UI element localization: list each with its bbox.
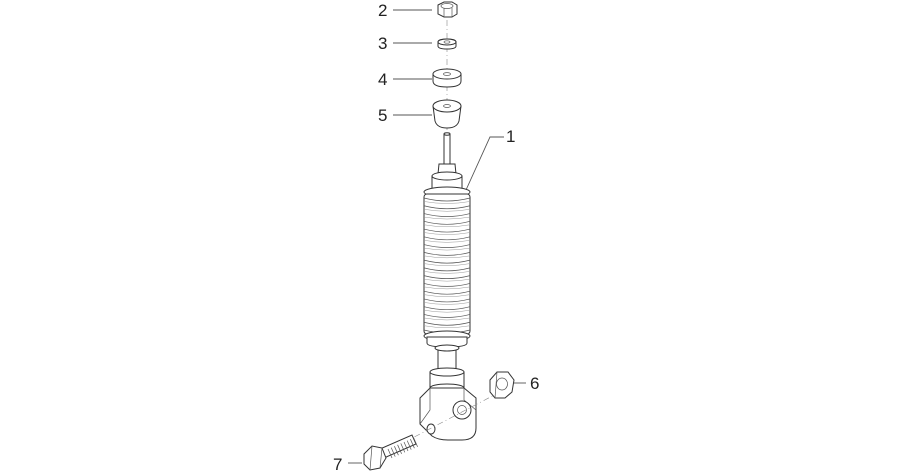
spring-coil: [423, 314, 471, 318]
bolt-threads: [387, 437, 418, 459]
bolt-thread: [400, 443, 406, 453]
callout-label-6: 6: [530, 374, 539, 393]
rubber-bushing-lower-part: [432, 99, 462, 129]
spring-coil: [423, 283, 471, 287]
callout-label-4: 4: [378, 70, 387, 89]
spring-coil: [423, 220, 471, 225]
spring-coil-shade: [423, 302, 471, 305]
bolt-thread: [406, 440, 412, 450]
spring-coil: [423, 236, 471, 241]
callout-label-7: 7: [333, 455, 342, 473]
callout-7: 7: [333, 455, 362, 473]
spring-coil-shade: [423, 263, 471, 266]
callout-5: 5: [378, 106, 432, 125]
shock-absorber-part: [379, 132, 501, 456]
spring-coil: [423, 259, 471, 264]
bolt-thread: [410, 439, 415, 449]
spring-coil-shade: [423, 201, 471, 204]
spring-coil-shade: [423, 255, 471, 259]
spring-coil-shade: [423, 278, 471, 282]
callout-3: 3: [378, 34, 432, 53]
callout-label-1: 1: [506, 127, 515, 146]
bolt-thread: [397, 444, 402, 454]
spring-coil: [423, 298, 471, 303]
callout-1: 1: [465, 127, 515, 191]
spring-coil-shade: [423, 271, 471, 274]
spring-coil-shade: [423, 216, 471, 220]
spring-coil: [423, 321, 471, 326]
spring-coil-shade: [423, 286, 471, 290]
callout-label-5: 5: [378, 106, 387, 125]
spring-coil: [423, 197, 471, 202]
spring-coil: [423, 275, 471, 279]
spring-coil-shade: [423, 224, 471, 228]
spring-coil: [423, 290, 471, 295]
spring-coil: [423, 306, 471, 311]
spring-coil: [423, 267, 471, 272]
mounting-bolt-part: [363, 434, 418, 471]
callout-4: 4: [378, 70, 432, 89]
spring-coil: [423, 228, 471, 233]
washer-part: [437, 38, 457, 50]
callout-label-2: 2: [378, 1, 387, 20]
spring-coil-shade: [423, 232, 471, 235]
spring-coil-shade: [423, 309, 471, 313]
spring-coil-shade: [423, 325, 471, 328]
spring-coil: [423, 252, 471, 256]
spring-coil: [423, 244, 471, 248]
spring-coils: [423, 197, 471, 336]
spring-coil-shade: [423, 317, 471, 321]
nut-top-part: [437, 1, 458, 18]
callout-6: 6: [512, 374, 539, 393]
spring-coil-shade: [423, 240, 471, 243]
spring-coil: [423, 205, 471, 210]
rubber-bushing-upper-part: [432, 68, 462, 88]
spring-coil-shade: [423, 209, 471, 212]
bolt-thread: [403, 441, 409, 452]
spring-coil-shade: [423, 247, 471, 251]
bolt-thread: [413, 437, 418, 447]
bolt-thread: [394, 446, 399, 456]
spring-coil: [423, 213, 471, 217]
nut-bottom-part: [489, 371, 515, 399]
spring-coil-shade: [423, 294, 471, 297]
callout-label-3: 3: [378, 34, 387, 53]
bolt-thread: [387, 448, 393, 459]
bolt-thread: [390, 447, 396, 457]
callout-2: 2: [378, 1, 432, 20]
